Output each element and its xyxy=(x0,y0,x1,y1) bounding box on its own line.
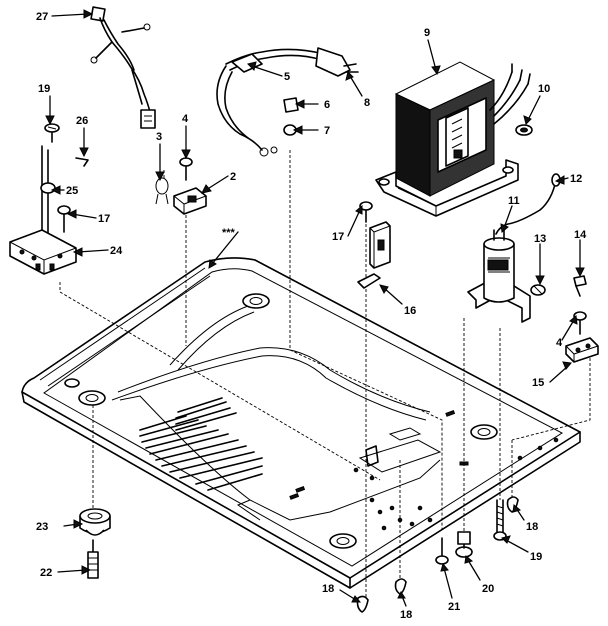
grommet xyxy=(515,124,533,136)
plate-screw-holes xyxy=(289,437,559,531)
left-switch-bracket xyxy=(9,123,89,275)
callout-19-top: 19 xyxy=(38,83,50,95)
callout-13: 13 xyxy=(534,233,546,245)
transformer xyxy=(375,61,531,217)
callout-asterisks: *** xyxy=(222,227,236,239)
callout-16: 16 xyxy=(404,305,416,317)
callout-19-bottom: 19 xyxy=(530,551,542,563)
callout-17-left: 17 xyxy=(98,213,110,225)
callout-15: 15 xyxy=(532,377,544,389)
callout-6: 6 xyxy=(324,99,330,111)
callout-4-right: 4 xyxy=(556,337,563,349)
callout-labels: 27 19 26 25 17 24 3 4 2 5 6 7 8 9 10 12 … xyxy=(36,11,587,621)
small-grommet xyxy=(530,284,546,296)
callout-18-center: 18 xyxy=(400,609,412,621)
door-switch xyxy=(357,201,391,289)
terminal-block xyxy=(173,157,207,215)
callout-4-left: 4 xyxy=(182,113,189,125)
callout-18-left: 18 xyxy=(322,583,334,595)
fuse-clip xyxy=(155,177,169,205)
callout-11: 11 xyxy=(508,195,520,207)
callout-2: 2 xyxy=(230,171,236,183)
power-cord xyxy=(216,47,359,157)
callout-24: 24 xyxy=(110,245,123,257)
callout-17-center: 17 xyxy=(332,231,344,243)
callout-9: 9 xyxy=(424,27,430,39)
vent-slots xyxy=(139,397,263,491)
callout-10: 10 xyxy=(538,83,550,95)
callout-arrows xyxy=(49,13,581,607)
callout-26: 26 xyxy=(76,115,88,127)
fuse-holder xyxy=(283,97,299,136)
rubber-foot xyxy=(79,508,111,579)
callout-27: 27 xyxy=(36,11,48,23)
callout-3: 3 xyxy=(156,131,162,143)
callout-23: 23 xyxy=(36,521,48,533)
base-plate xyxy=(21,257,581,589)
wire-harness xyxy=(90,6,156,129)
arrow-heads xyxy=(45,9,585,603)
callout-8: 8 xyxy=(364,97,370,109)
callout-12: 12 xyxy=(570,173,582,185)
callout-14: 14 xyxy=(574,229,587,241)
callout-20: 20 xyxy=(482,583,494,595)
callout-7: 7 xyxy=(324,125,330,137)
callout-18-right: 18 xyxy=(526,521,538,533)
callout-5: 5 xyxy=(284,71,290,83)
right-switch-assembly xyxy=(565,275,599,363)
callout-22: 22 xyxy=(40,567,52,579)
callout-21: 21 xyxy=(448,601,460,613)
callout-25: 25 xyxy=(66,185,78,197)
capacitor xyxy=(467,229,531,323)
